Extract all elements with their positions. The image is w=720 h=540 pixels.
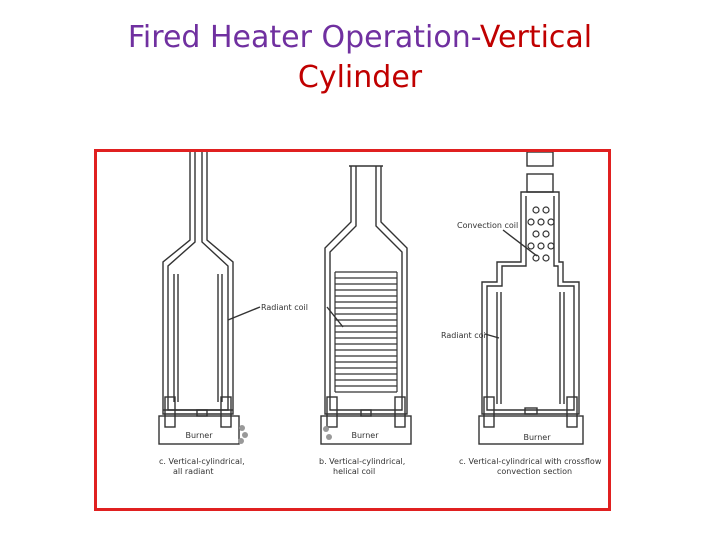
burner-label-a: Burner — [186, 431, 214, 440]
heater-a: Burner c. Vertical-cylindrical, all radi… — [158, 152, 248, 476]
title-part-purple: Fired Heater Operation- — [127, 20, 480, 55]
caption-b-line2: helical coil — [333, 467, 375, 476]
helical-coil — [334, 271, 398, 393]
caption-a-line2: all radiant — [173, 467, 214, 476]
radiant-coil-label-right: Radiant coil — [441, 331, 488, 340]
burner-label-c: Burner — [524, 433, 552, 442]
radiant-label-leaders: Radiant coil — [227, 303, 344, 328]
convection-coil-label: Convection coil — [457, 221, 518, 230]
heater-c: Convection coil Radiant coil Burner c. V… — [441, 151, 602, 476]
title-part-red: Vertical — [479, 20, 593, 55]
title-line-2: Cylinder — [297, 60, 423, 95]
radiant-coil-label-left: Radiant coil — [261, 303, 308, 312]
caption-b-line1: b. Vertical-cylindrical, — [319, 457, 405, 466]
slide-title: Fired Heater Operation-Vertical Cylinder — [0, 18, 720, 98]
burner-label-b: Burner — [352, 431, 380, 440]
caption-a-line1: c. Vertical-cylindrical, — [159, 457, 245, 466]
heater-b: Burner b. Vertical-cylindrical, helical … — [319, 165, 412, 476]
heater-figure-frame: Burner c. Vertical-cylindrical, all radi… — [94, 149, 611, 511]
caption-c-line2: convection section — [497, 467, 572, 476]
title-line-1: Fired Heater Operation-Vertical — [0, 18, 720, 58]
heater-figure: Burner c. Vertical-cylindrical, all radi… — [158, 151, 602, 476]
caption-c-line1: c. Vertical-cylindrical with crossflow — [459, 457, 602, 466]
